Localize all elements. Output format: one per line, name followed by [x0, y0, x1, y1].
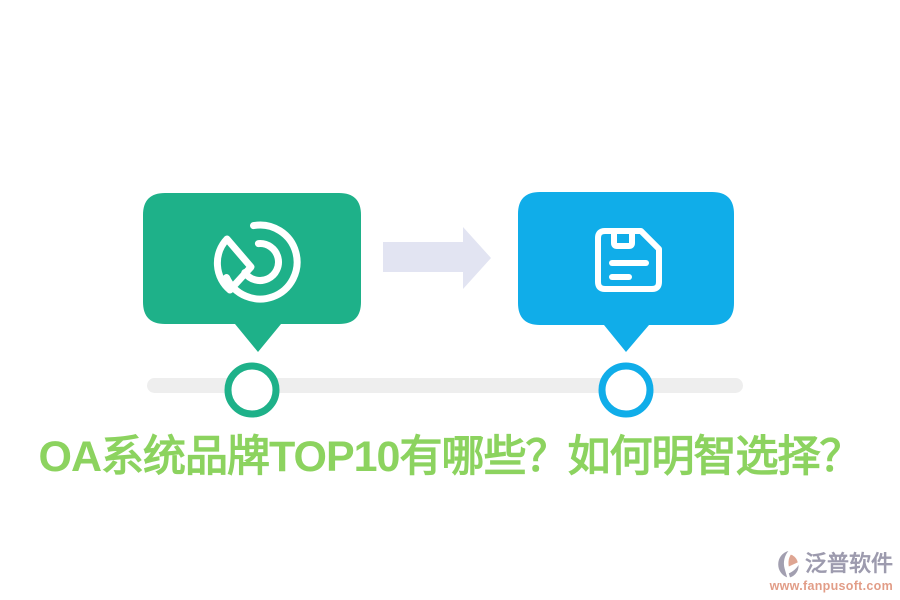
pie-slice-wedge: [213, 235, 255, 294]
logo-sail-right: [788, 564, 799, 578]
timeline-marker-step2: [598, 362, 654, 418]
floppy-body: [595, 228, 662, 292]
logo-sail-left: [778, 551, 789, 578]
watermark-brand-name: 泛普软件: [804, 551, 893, 576]
floppy-shutter-notch: [611, 228, 635, 249]
speech-bubble-step1: [143, 193, 361, 352]
floppy-disk-icon: [595, 228, 662, 292]
pie-outer-arc: [223, 221, 301, 303]
headline-title: OA系统品牌TOP10有哪些？如何明智选择？: [38, 433, 863, 481]
pie-chart-icon: [213, 221, 301, 303]
watermark: 泛普软件 www.fanpusoft.com: [763, 549, 893, 593]
pie-inner-arc: [241, 240, 282, 285]
timeline-marker-step1: [224, 362, 280, 418]
logo-sail-accent: [788, 554, 798, 567]
arrow-right-icon: [383, 227, 491, 289]
timeline-track: [147, 378, 743, 393]
watermark-url: www.fanpusoft.com: [769, 579, 893, 593]
speech-bubble-step2: [518, 192, 734, 352]
fanpu-logo-icon: [778, 551, 799, 578]
watermark-brand-row: 泛普软件: [763, 549, 893, 579]
